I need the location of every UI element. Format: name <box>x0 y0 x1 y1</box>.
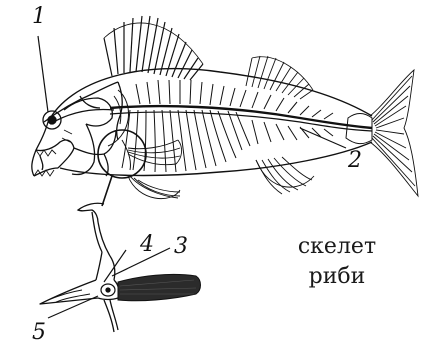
label-2: 2 <box>348 150 362 172</box>
highlight-pointer-line <box>102 176 112 206</box>
ribs <box>122 80 333 172</box>
vertebral-column <box>110 106 372 131</box>
label-3: 3 <box>174 236 188 258</box>
figure-caption: скелет риби <box>282 232 392 292</box>
label-4: 4 <box>140 234 154 256</box>
anal-fin <box>256 157 314 194</box>
caption-line-1: скелет <box>282 232 392 262</box>
caption-line-2: риби <box>282 262 392 292</box>
label-5: 5 <box>32 322 46 344</box>
pectoral-fin-detail <box>118 274 201 300</box>
caudal-fin <box>346 70 418 196</box>
pelvic-fin <box>128 176 180 199</box>
shoulder-girdle-detail <box>40 203 119 332</box>
label-1: 1 <box>32 6 46 28</box>
dorsal-fin-spiny <box>104 16 203 80</box>
